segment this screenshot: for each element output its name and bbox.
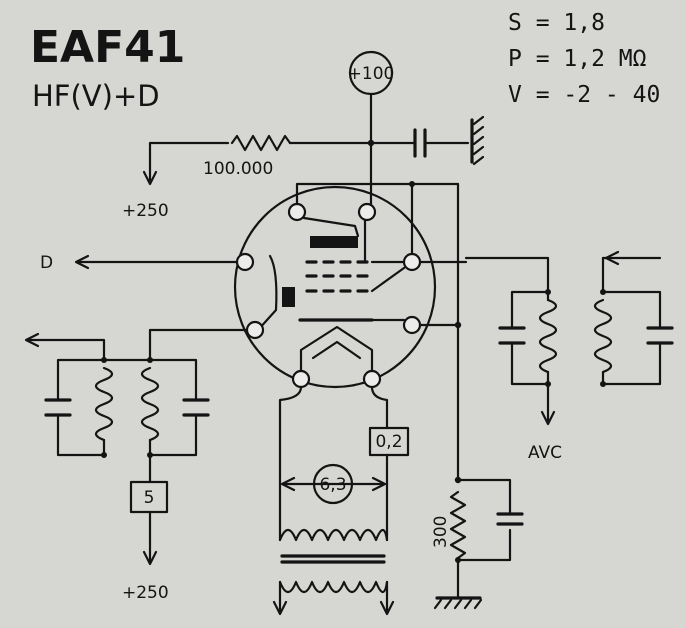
filament-current-label: 0,2 — [375, 432, 402, 452]
filament-current-box: 0,2 — [368, 426, 410, 457]
resistor-top-label: 100.000 — [203, 159, 273, 179]
right-if-transformer-icon — [498, 250, 674, 422]
tube-title: EAF41 — [30, 22, 185, 73]
filament-voltage-label: 6,3 — [319, 475, 346, 495]
resistor-5-box: 5 — [129, 480, 169, 514]
param-slope: S = 1,8 — [508, 10, 605, 36]
ground-symbol-top-icon — [470, 115, 485, 166]
supply-bottom-label: +250 — [122, 583, 169, 603]
cathode-network-icon — [449, 478, 524, 600]
resistor-input-label: 5 — [144, 488, 155, 508]
anode-voltage-label: +100 — [348, 64, 395, 84]
param-voltage: V = -2 - 40 — [508, 82, 660, 108]
anode-voltage-marker: +100 — [348, 50, 395, 96]
avc-label: AVC — [528, 443, 562, 463]
tube-envelope-icon — [233, 185, 437, 389]
ground-symbol-bottom-icon — [433, 596, 483, 610]
supply-top-label: +250 — [122, 201, 169, 221]
left-if-transformer-icon — [24, 332, 210, 484]
resistor-100000-icon — [230, 134, 292, 152]
tube-electrodes-icon — [256, 236, 374, 332]
param-resistance: P = 1,2 MΩ — [508, 46, 647, 72]
cathode-resistor-label: 300 — [431, 516, 451, 548]
diode-output-label: D — [40, 253, 53, 273]
tube-subtitle: HF(V)+D — [32, 79, 160, 113]
filament-voltage-badge: 6,3 — [312, 463, 354, 505]
filament-transformer-icon — [272, 528, 395, 616]
coupling-capacitor-icon — [413, 128, 427, 158]
